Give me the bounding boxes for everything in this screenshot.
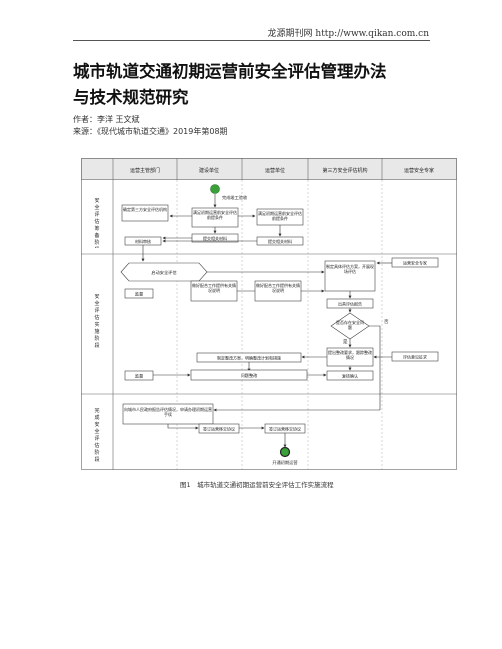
column-header-3: 运营单位 [265, 167, 285, 174]
header-divider [73, 40, 430, 41]
flowchart-figure: .t { font-family:"DejaVu Sans", sans-ser… [81, 158, 457, 470]
column-header-5: 运营安全专家 [404, 167, 434, 174]
svg-text:启动安全评估: 启动安全评估 [151, 269, 176, 276]
svg-text:评估意见征求: 评估意见征求 [403, 354, 427, 360]
flow-box-impl7 [391, 351, 439, 362]
article-source: 来源：《现代城市轨道交通》2019年第08期 [73, 127, 228, 136]
svg-text:签订运营移交协议: 签订运营移交协议 [203, 426, 235, 432]
svg-text:签订运营移交协议: 签订运营移交协议 [269, 426, 301, 432]
column-header-row [81, 158, 457, 180]
flow-box-supervise-2 [124, 370, 154, 381]
journal-source-header: 龙源期刊网 http://www.qikan.com.cn [267, 29, 429, 39]
svg-text:出具评估报告: 出具评估报告 [338, 301, 362, 307]
svg-text:运营安全专家: 运营安全专家 [403, 260, 427, 266]
flow-box-prep1 [121, 204, 169, 222]
svg-text:监督: 监督 [135, 291, 143, 298]
column-header-2: 建设单位 [199, 167, 219, 174]
svg-text:复核确认: 复核确认 [342, 373, 358, 379]
svg-text:提交相关材料: 提交相关材料 [203, 235, 227, 241]
start-label: 完成竣工验收 [222, 194, 248, 201]
svg-text:提交相关材料: 提交相关材料 [268, 238, 292, 244]
column-header-4: 第三方安全评估机构 [322, 167, 367, 174]
flow-box-impl10 [326, 370, 374, 381]
svg-text:监督: 监督 [135, 373, 143, 380]
article-authors: 作者：李洋 王文斌 [73, 115, 140, 124]
svg-text:问题整改: 问题整改 [241, 372, 259, 379]
decision-yes-label: 是 [343, 339, 348, 345]
phase-label-prep: 安全评估筹备阶段 [94, 198, 100, 248]
flow-box-supervise-1 [124, 288, 154, 299]
svg-text:制定整改方案，明确整改计划和措施: 制定整改方案，明确整改计划和措施 [217, 355, 281, 361]
end-node [279, 446, 291, 458]
article-title-line-1: 城市轨道交通初期运营前安全评估管理办法 [73, 62, 387, 81]
decision-no-label: 否 [384, 319, 389, 325]
flow-box-comp2 [198, 423, 240, 434]
phase-label-impl: 安全评估实施阶段 [94, 294, 100, 349]
figure-caption: 图1 城市轨道交通初期运营前安全评估工作实施流程 [180, 481, 334, 489]
column-header-1: 运营主管部门 [130, 167, 160, 174]
flow-box-impl4 [324, 260, 376, 292]
article-title: 城市轨道交通初期运营前安全评估管理办法 与技术规范研究 [73, 59, 433, 111]
end-label: 开通初期运营 [272, 459, 297, 466]
article-title-line-2: 与技术规范研究 [73, 88, 189, 107]
start-node [210, 184, 220, 194]
svg-text:材料审核: 材料审核 [135, 238, 151, 244]
phase-label-complete: 完成安全评估阶段 [94, 408, 100, 463]
flow-box-expert1 [391, 257, 439, 268]
